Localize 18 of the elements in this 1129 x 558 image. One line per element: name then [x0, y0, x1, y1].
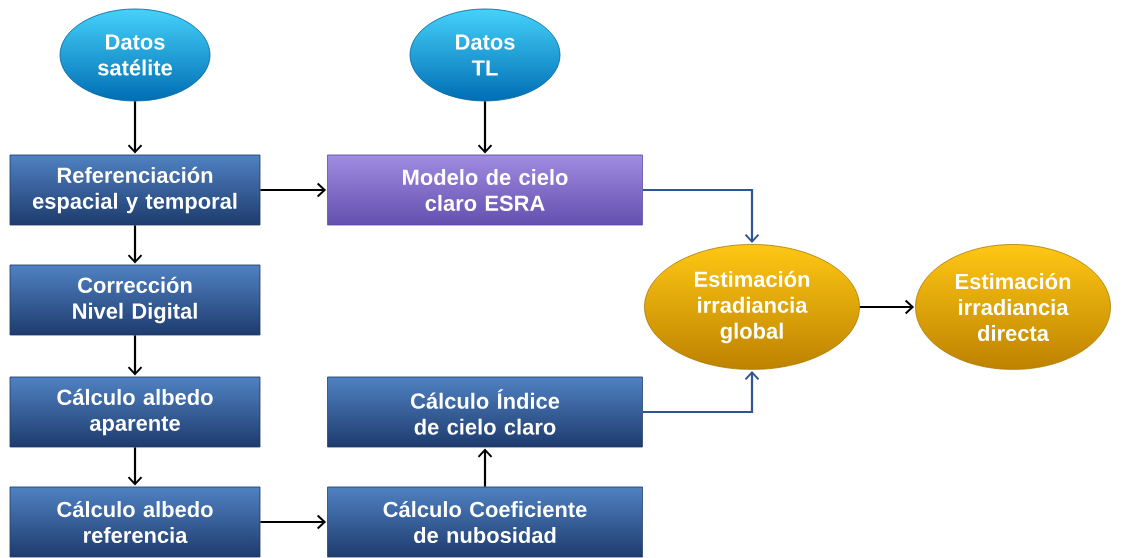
- arrow: [260, 514, 327, 530]
- arrow: [642, 370, 760, 414]
- process-box: Cálculo Índice de cielo claro: [327, 376, 643, 448]
- arrow: [260, 182, 327, 198]
- process-box: Cálculo albedo referencia: [9, 486, 261, 558]
- model-box: Modelo de cielo claro ESRA: [327, 154, 643, 226]
- arrow: [859, 299, 915, 315]
- arrow: [127, 447, 143, 486]
- arrow: [477, 101, 493, 154]
- process-box: Cálculo albedo aparente: [9, 376, 261, 448]
- process-box: Corrección Nivel Digital: [9, 264, 261, 336]
- process-box: Cálculo Coeficiente de nubosidad: [327, 486, 643, 558]
- arrow: [127, 101, 143, 154]
- arrow: [477, 448, 493, 487]
- arrow: [642, 188, 760, 244]
- process-box: Referenciación espacial y temporal: [9, 154, 261, 226]
- arrow: [127, 225, 143, 264]
- arrow: [127, 335, 143, 376]
